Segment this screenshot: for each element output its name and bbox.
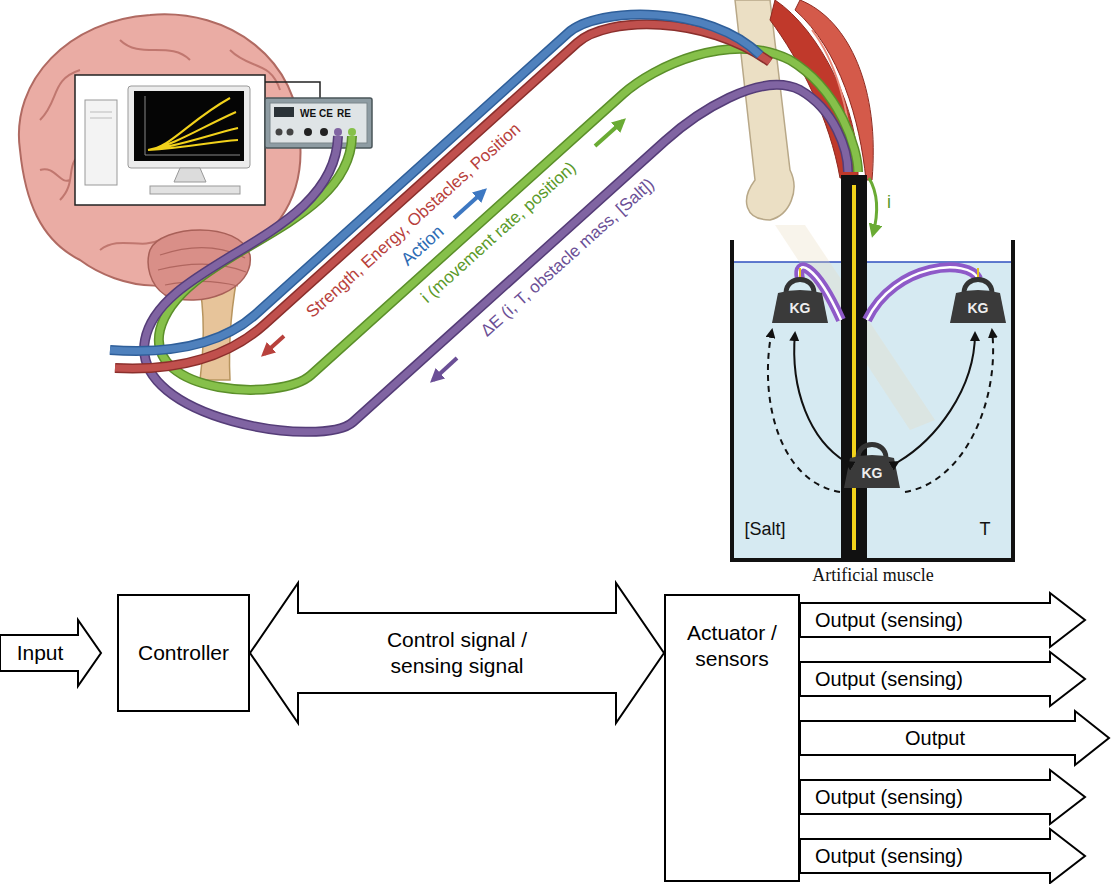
signal-label: ΔE (i, T, obstacle mass, [Salt]) [478, 175, 659, 340]
box-label: Controller [138, 640, 229, 666]
terminal-name: RE [337, 108, 351, 119]
weight-symbol [772, 290, 828, 323]
movement-curves [768, 330, 840, 492]
box-label: Actuator / sensors [674, 620, 790, 673]
potentiostat [276, 129, 283, 136]
actuator-box: Actuator / sensors [664, 594, 800, 882]
connector-label: Control signal / sensing signal [362, 627, 552, 680]
output-label: Output (sensing) [815, 845, 963, 867]
weight-symbol [950, 290, 1006, 323]
potentiostat [320, 128, 328, 136]
direction-arrows [454, 191, 484, 218]
beaker [732, 240, 1013, 560]
signal-bands [115, 24, 770, 368]
computer-inset [90, 112, 112, 113]
computer-inset [90, 118, 112, 119]
potentiostat [287, 129, 294, 136]
movement-curves [794, 333, 846, 462]
block-arrows [800, 770, 1085, 824]
direction-arrows [264, 121, 877, 380]
output-label: Output (sensing) [815, 609, 963, 631]
computer-inset [85, 100, 117, 185]
beaker-liquid [734, 225, 1011, 558]
condition-label: [Salt] [744, 520, 785, 540]
signal-bands [144, 85, 848, 432]
computer-inset [128, 86, 250, 168]
brain-illustration [40, 40, 280, 250]
polymer-electrode [841, 175, 867, 558]
computer-inset [145, 96, 240, 155]
computer-inset [150, 186, 240, 194]
direction-arrows [433, 358, 457, 380]
weight-label: KG [790, 301, 811, 316]
block-arrows [800, 593, 1085, 647]
polymer-electrode [852, 185, 856, 550]
controller-box: Controller [117, 594, 250, 712]
movement-curves [768, 330, 993, 492]
computer-inset [148, 98, 238, 150]
weight-label: KG [968, 301, 989, 316]
output-label: Output (sensing) [815, 668, 963, 690]
signal-bands [110, 15, 760, 351]
terminal-name: WE [300, 108, 316, 119]
direction-arrows [869, 178, 877, 234]
signal-bands [115, 24, 770, 368]
condition-label: T [980, 520, 991, 540]
polymer-electrode [841, 175, 867, 558]
block-arrows [0, 620, 101, 686]
output-label: Output (sensing) [815, 786, 963, 808]
potentiostat [274, 107, 294, 117]
block-arrows [800, 711, 1109, 765]
block-arrows [800, 829, 1085, 883]
direction-arrows [595, 121, 623, 146]
direction-arrows [264, 336, 284, 354]
weight-symbol [844, 455, 900, 488]
beaker-liquid [734, 261, 1011, 263]
potentiostat [304, 128, 312, 136]
double-arrow-connector [250, 583, 664, 723]
computer-inset [75, 75, 265, 205]
computer-inset [265, 82, 320, 98]
computer-inset [174, 168, 206, 182]
muscle-film-arcs [799, 267, 978, 320]
current-label: i [887, 193, 891, 213]
brain-illustration [148, 230, 250, 300]
movement-curves [898, 333, 975, 462]
terminal-name: CE [319, 108, 333, 119]
computer-inset [134, 91, 244, 161]
block-arrows [800, 652, 1085, 706]
beaker [732, 240, 1013, 560]
input-label: Input [17, 641, 64, 664]
potentiostat [334, 128, 342, 136]
weight-label: KG [862, 466, 883, 481]
signal-bands [110, 15, 760, 351]
signal-bands [144, 85, 848, 432]
beaker-liquid [734, 262, 1011, 558]
potentiostat [348, 128, 356, 136]
movement-curves [905, 330, 993, 492]
output-label: Output [905, 727, 965, 749]
weight-symbol [772, 280, 1006, 489]
figure-caption: Artificial muscle [812, 566, 933, 586]
signal-bands [110, 15, 858, 432]
signal-label: Strength, Energy, Obstacles, Position [303, 120, 525, 322]
